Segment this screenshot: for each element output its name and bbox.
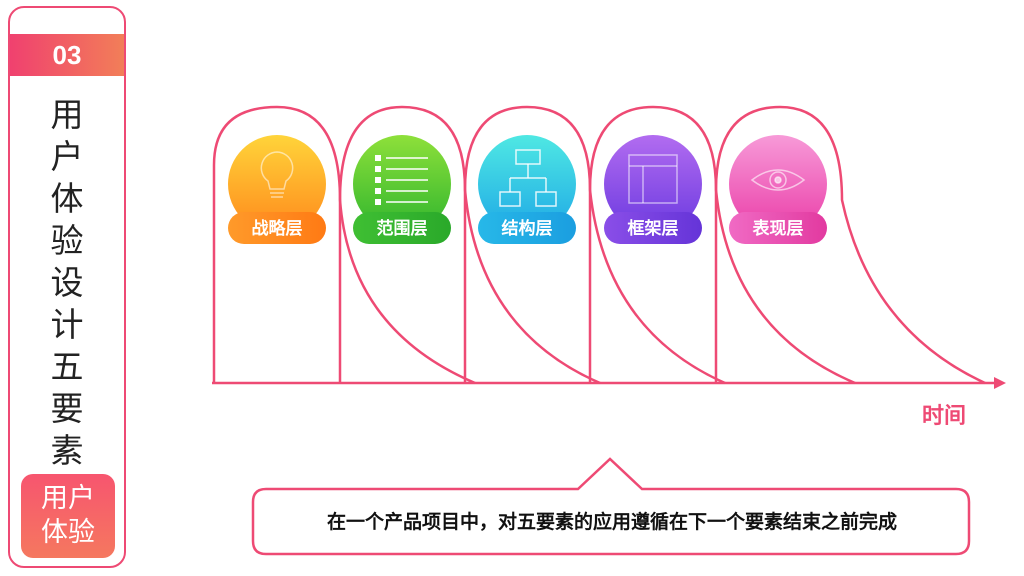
layer-label-strategy: 战略层 [252,218,303,239]
layer-label-surface: 表现层 [753,218,804,239]
axis-arrow-icon [994,377,1006,389]
title-char: 验 [50,221,84,260]
layer-pill-3 [478,212,576,244]
layer-circle-5 [729,135,827,233]
checklist-icon [375,155,428,205]
layer-pills [228,212,827,244]
title-char: 五 [50,347,84,386]
sitemap-icon [499,149,557,207]
layer-label-scope: 范围层 [377,218,428,239]
section-sidebar: 03 用 户 体 验 设 计 五 要 素 用户 体验 [8,6,126,568]
phase-curves [212,105,986,385]
layer-pill-4 [604,212,702,244]
layer-pill-1 [228,212,326,244]
title-char: 要 [50,389,84,428]
title-char: 素 [50,431,84,470]
layer-pill-2 [353,212,451,244]
phase-curve-1 [212,105,476,385]
phase-curve-3 [463,105,726,385]
phase-curve-2 [338,105,601,385]
layer-pill-5 [729,212,827,244]
title-char: 户 [50,137,84,176]
title-char: 设 [50,263,84,302]
wireframe-icon [628,154,678,204]
title-char: 体 [50,179,84,218]
layer-circle-1 [228,135,326,233]
section-title: 用 户 体 验 设 计 五 要 素 [10,94,124,472]
callout-box [251,457,971,556]
phase-curve-4 [588,105,856,385]
phase-curve-5 [714,105,986,385]
time-axis [212,377,1006,389]
lightbulb-icon [260,151,294,198]
title-char: 计 [50,305,84,344]
callout-text: 在一个产品项目中，对五要素的应用遵循在下一个要素结束之前完成 [326,511,897,533]
layer-label-structure: 结构层 [502,218,553,239]
section-tag: 用户 体验 [21,474,115,558]
time-axis-label: 时间 [922,404,967,429]
section-number: 03 [10,34,124,76]
title-char: 用 [50,95,84,134]
tag-line: 体验 [41,517,95,548]
layer-circle-3 [478,135,576,233]
layer-label-skeleton: 框架层 [628,218,679,239]
tag-line: 用户 [41,483,95,514]
eye-icon [750,169,806,191]
